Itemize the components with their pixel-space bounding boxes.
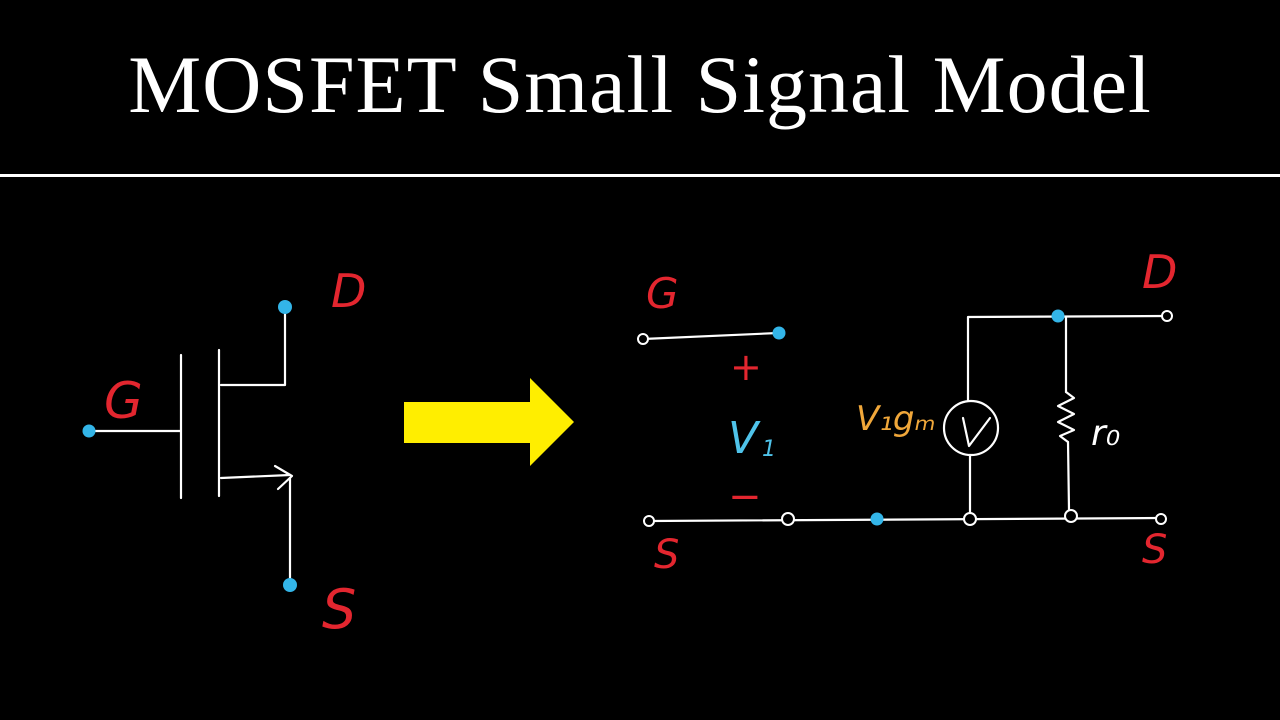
- v-plus-sign: +: [730, 345, 762, 389]
- gate-terminal: [637, 333, 649, 345]
- left-gate-label: G: [104, 372, 143, 430]
- gate-wire: [641, 331, 780, 341]
- drain-rail: [966, 314, 1169, 352]
- right-source-right-label: S: [1142, 527, 1167, 573]
- resistor-bottom-node: [1064, 509, 1078, 523]
- current-source-icon: [942, 399, 1000, 457]
- source-node: [283, 578, 297, 592]
- source-node-blue: [870, 512, 884, 526]
- left-drain-label: D: [331, 264, 366, 318]
- mosfet-symbol: G D S: [82, 264, 366, 641]
- drain-node-blue: [1051, 309, 1065, 323]
- gate-node: [82, 424, 96, 438]
- current-source-label: V₁gₘ: [856, 399, 936, 439]
- transform-arrow-icon: [404, 378, 574, 466]
- drain-lead: [219, 305, 287, 387]
- drain-node: [278, 300, 292, 314]
- right-source-left-label: S: [654, 532, 679, 578]
- drain-terminal: [1161, 310, 1173, 322]
- small-signal-circuit: G D S S + − V 1 V₁gₘ r₀: [637, 245, 1177, 578]
- v-symbol: V: [728, 413, 761, 464]
- source-arrow-icon: [273, 464, 294, 491]
- source-terminal-right: [1155, 513, 1167, 525]
- current-source-bottom-node: [963, 512, 977, 526]
- source-node-white: [781, 512, 795, 526]
- source-rail: [648, 516, 1162, 523]
- resistor-label: r₀: [1091, 413, 1120, 454]
- v-minus-sign: −: [728, 474, 762, 520]
- v-subscript: 1: [762, 437, 776, 462]
- left-source-label: S: [322, 578, 356, 641]
- resistor-bottom-wire: [1066, 440, 1071, 512]
- right-drain-label: D: [1142, 245, 1177, 299]
- right-gate-label: G: [646, 269, 679, 318]
- title-divider: [0, 174, 1280, 177]
- gate-input-node: [772, 326, 786, 340]
- resistor-zigzag-icon: [1056, 390, 1076, 444]
- page-title: MOSFET Small Signal Model: [128, 39, 1152, 130]
- source-stub: [219, 473, 292, 480]
- source-terminal-left: [643, 515, 655, 527]
- current-direction-arrow-icon: [961, 416, 992, 448]
